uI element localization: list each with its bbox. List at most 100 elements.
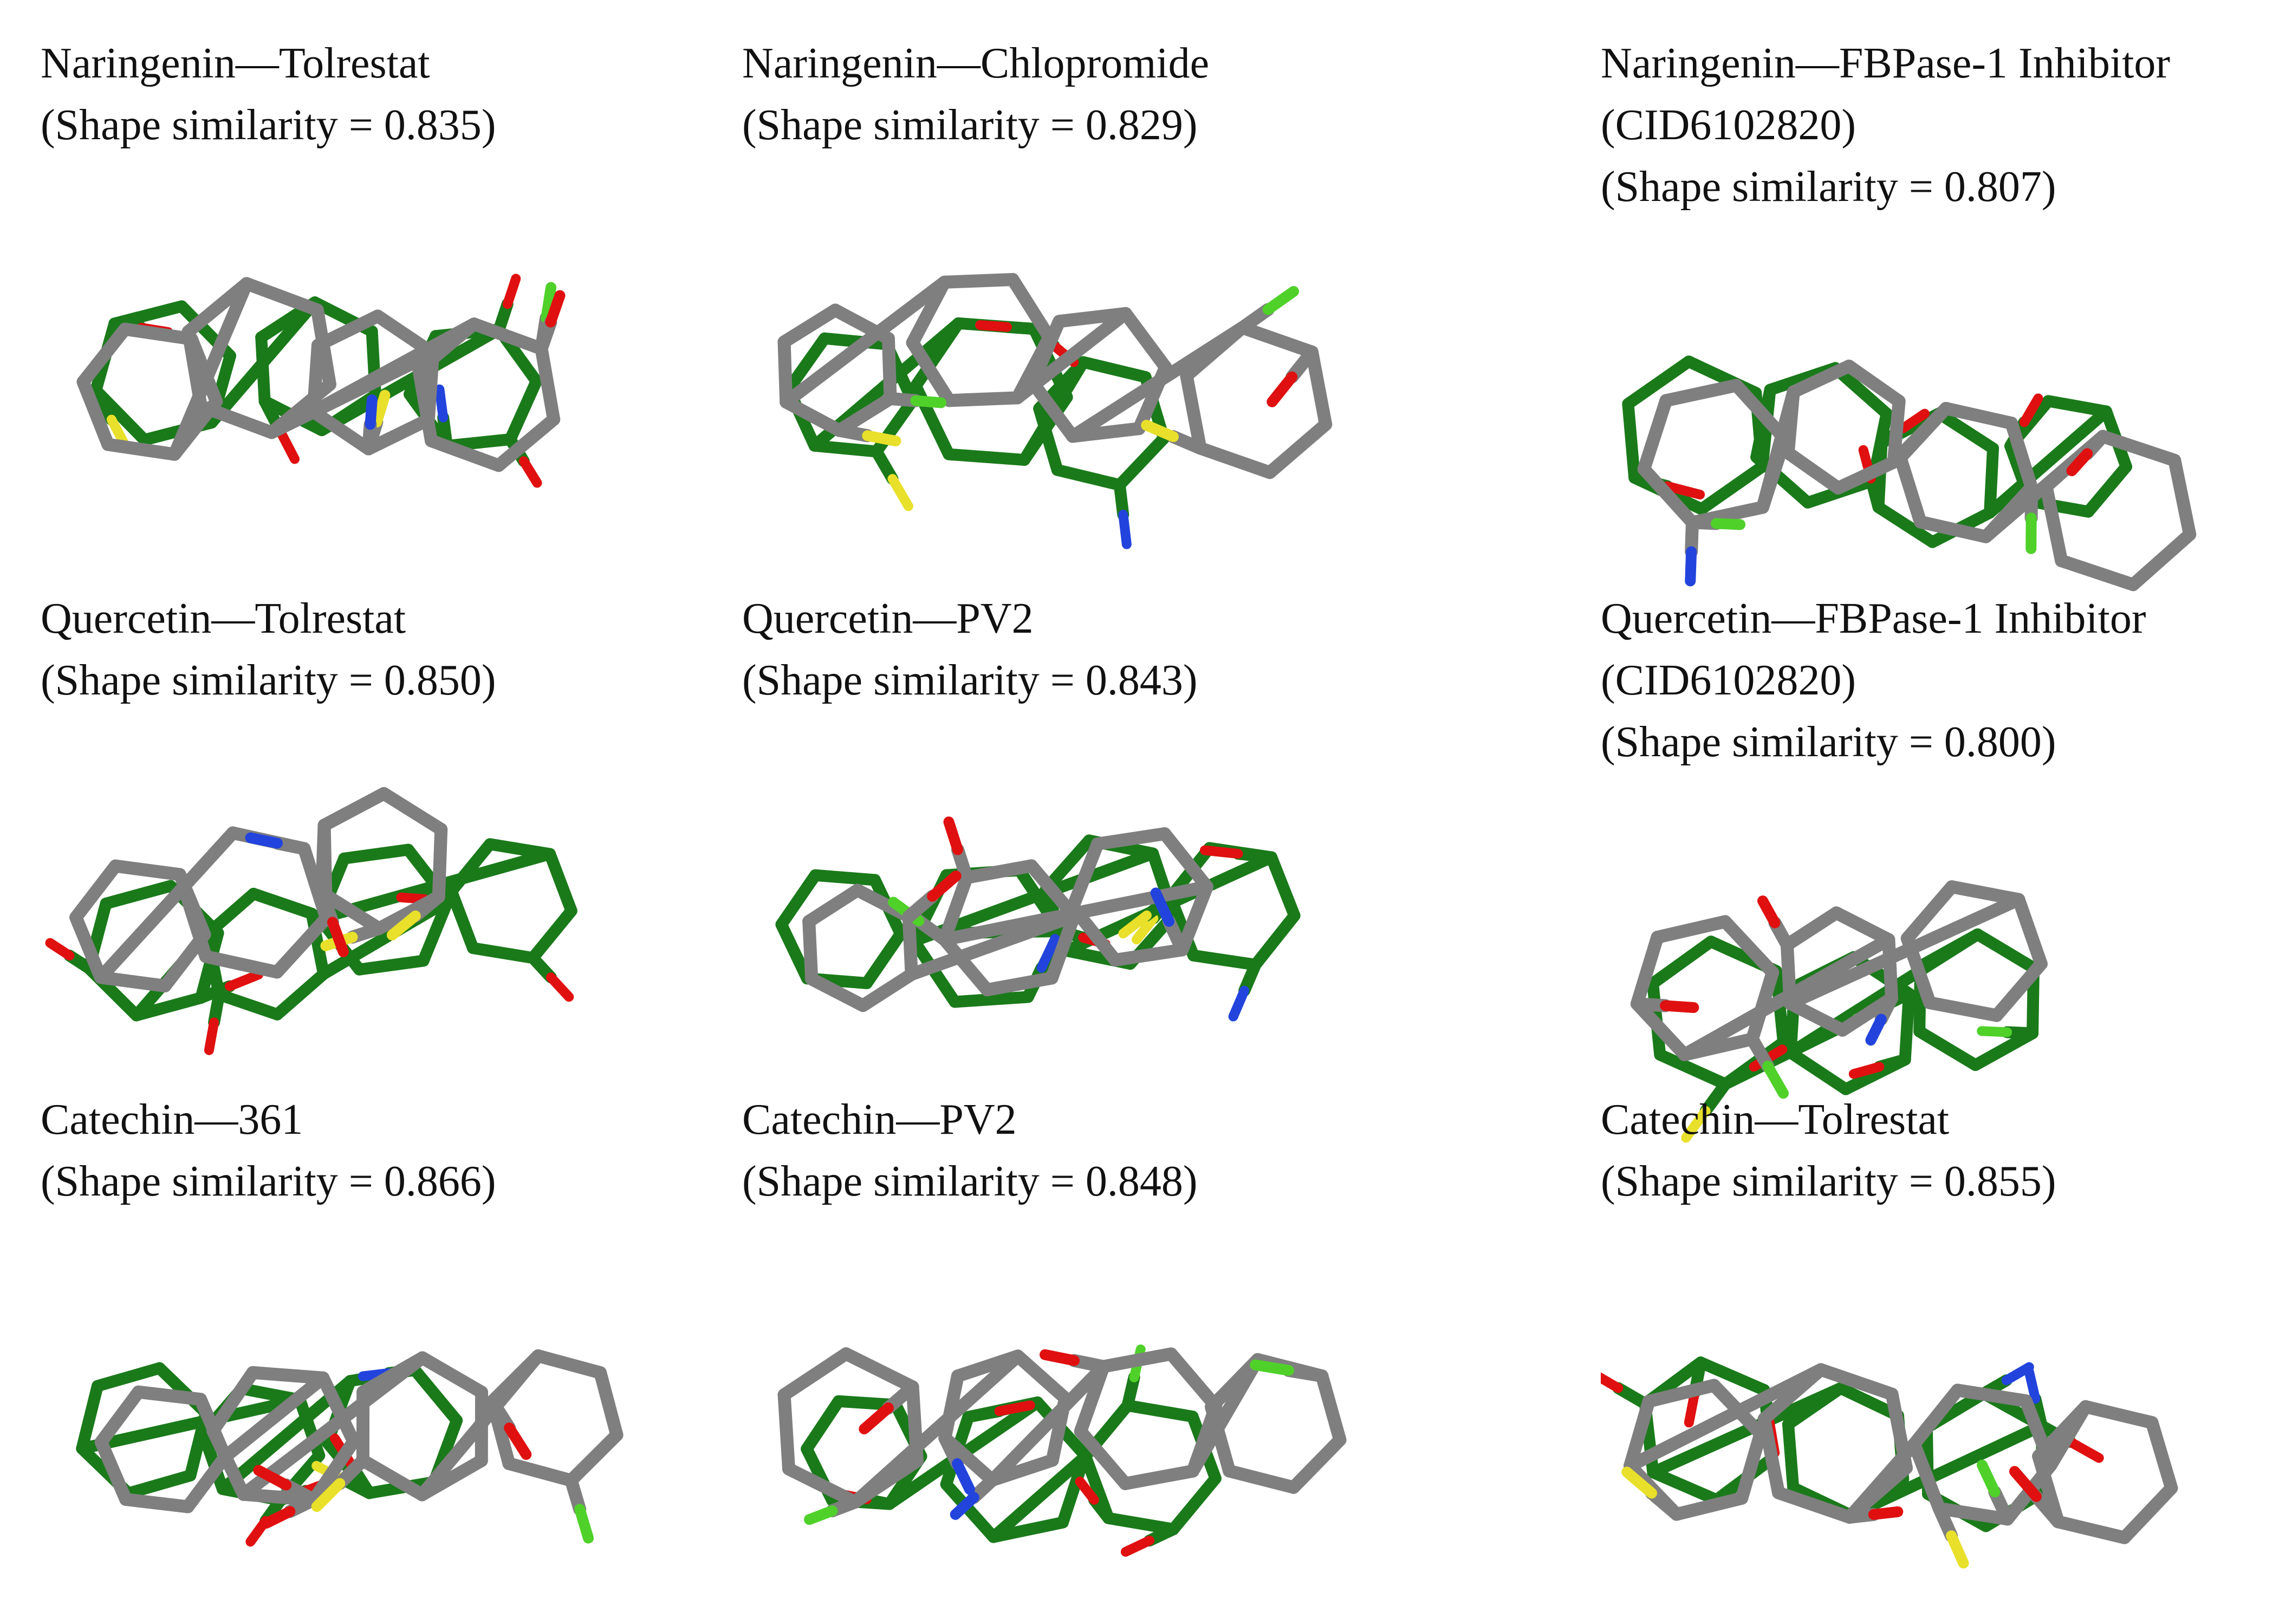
- similarity-label: (Shape similarity = 0.807): [1601, 156, 2170, 218]
- pair-title: Quercetin—Tolrestat: [41, 588, 496, 649]
- template-heteroatom-bond: [1233, 991, 1244, 1017]
- query-bond: [108, 445, 174, 454]
- query-heteroatom-bond: [809, 1511, 832, 1519]
- query-bond: [846, 1354, 913, 1387]
- query-heteroatom-bond: [932, 876, 956, 897]
- template-bond: [1120, 438, 1164, 485]
- panel-caption: Catechin—Tolrestat(Shape similarity = 0.…: [1601, 1089, 2056, 1212]
- query-bond: [1836, 913, 1889, 939]
- query-heteroatom-bond: [1268, 291, 1294, 309]
- template-heteroatom-bond: [1982, 1031, 2007, 1032]
- template-bond: [2048, 401, 2106, 411]
- template-bond: [1083, 362, 1146, 377]
- query-bond: [809, 921, 811, 979]
- template-bond: [1193, 956, 1256, 965]
- query-bond: [1788, 453, 1838, 488]
- panel-caption: Quercetin—Tolrestat(Shape similarity = 0…: [41, 588, 496, 711]
- query-bond: [139, 1392, 200, 1400]
- query-bond: [888, 339, 891, 399]
- query-bond: [125, 329, 192, 339]
- query-heteroatom-bond: [915, 401, 941, 403]
- overlay-structure: [41, 733, 718, 1123]
- template-heteroatom-bond: [1126, 1541, 1150, 1552]
- template-heteroatom-bond: [551, 977, 569, 997]
- query-bond: [809, 890, 858, 921]
- template-bond: [533, 911, 572, 958]
- overlay-structure: [1601, 239, 2278, 629]
- template-bond: [82, 1386, 98, 1449]
- template-bond: [1978, 934, 2034, 968]
- template-heteroatom-bond: [1123, 515, 1127, 544]
- query-bond: [1125, 1471, 1193, 1484]
- template-heteroatom-bond: [508, 278, 516, 304]
- template-heteroatom-bond: [999, 1405, 1030, 1411]
- query-bond: [1229, 1471, 1294, 1487]
- template-bond: [1919, 1031, 1975, 1065]
- query-bond: [2133, 535, 2190, 585]
- similarity-label: (Shape similarity = 0.829): [742, 94, 1209, 156]
- query-heteroatom-bond: [580, 1509, 588, 1538]
- query-heteroatom-bond: [1874, 1512, 1898, 1515]
- query-bond: [784, 342, 787, 402]
- query-bond: [1312, 352, 1326, 425]
- query-bond: [422, 1356, 538, 1495]
- query-bond: [786, 402, 839, 430]
- template-heteroatom-bond: [1205, 850, 1238, 854]
- panel-caption: Catechin—361(Shape similarity = 0.866): [41, 1089, 496, 1212]
- template-bond: [955, 997, 1028, 1002]
- template-bond: [1905, 993, 1909, 1060]
- query-bond: [949, 398, 1017, 400]
- template-bond: [254, 894, 311, 914]
- query-heteroatom-bond: [371, 400, 372, 424]
- query-bond: [253, 1373, 323, 1378]
- query-bond: [324, 794, 384, 825]
- template-bond: [128, 1476, 190, 1493]
- query-bond: [1098, 834, 1165, 844]
- template-bond: [277, 974, 324, 1015]
- similarity-label: (Shape similarity = 0.866): [41, 1151, 496, 1212]
- query-heteroatom-bond: [1982, 1465, 1995, 1492]
- template-bond: [949, 454, 1024, 460]
- panel-caption: Naringenin—FBPase-1 Inhibitor(CID6102820…: [1601, 33, 2170, 218]
- template-heteroatom-bond: [2070, 1442, 2099, 1458]
- template-bond: [1628, 404, 1634, 478]
- query-bond: [2058, 1522, 2125, 1537]
- panel-caption: Catechin—PV2(Shape similarity = 0.848): [742, 1089, 1198, 1212]
- query-bond: [509, 1464, 571, 1480]
- query-bond: [541, 349, 554, 420]
- template-bond: [473, 948, 533, 958]
- pair-title: Quercetin—FBPase-1 Inhibitor: [1601, 588, 2146, 649]
- overlay-structure: [742, 178, 1419, 568]
- query-bond: [600, 1373, 617, 1435]
- template-bond: [2088, 467, 2126, 512]
- query-heteroatom-bond: [1255, 1365, 1289, 1370]
- template-bond: [1271, 858, 1295, 916]
- query-bond: [1657, 921, 1725, 937]
- query-heteroatom-bond: [1690, 551, 1691, 581]
- template-bond: [106, 886, 171, 904]
- query-bond: [1888, 940, 1892, 998]
- panel-caption: Quercetin—PV2(Shape similarity = 0.843): [742, 588, 1198, 711]
- query-heteroatom-bond: [864, 1408, 888, 1429]
- query-bond: [784, 1395, 789, 1469]
- template-bond: [1238, 854, 1271, 857]
- query-bond: [313, 345, 318, 412]
- template-bond: [1173, 1478, 1216, 1529]
- query-bond: [1200, 448, 1270, 472]
- query-bond: [1900, 458, 1920, 522]
- query-heteroatom-bond: [1716, 523, 1740, 524]
- pair-title: (CID6102820): [1601, 649, 2146, 711]
- query-bond: [1126, 314, 1166, 367]
- query-bond: [115, 866, 180, 875]
- query-heteroatom-bond: [1871, 1019, 1881, 1040]
- template-bond: [550, 854, 572, 911]
- query-heteroatom-bond: [1272, 377, 1292, 402]
- query-bond: [538, 1356, 600, 1373]
- template-heteroatom-bond: [2029, 1372, 2035, 1399]
- similarity-label: (Shape similarity = 0.850): [41, 649, 496, 711]
- query-heteroatom-bond: [1045, 1355, 1074, 1361]
- template-heteroatom-bond: [439, 389, 443, 418]
- template-heteroatom-bond: [524, 461, 537, 483]
- query-bond: [1294, 1440, 1340, 1487]
